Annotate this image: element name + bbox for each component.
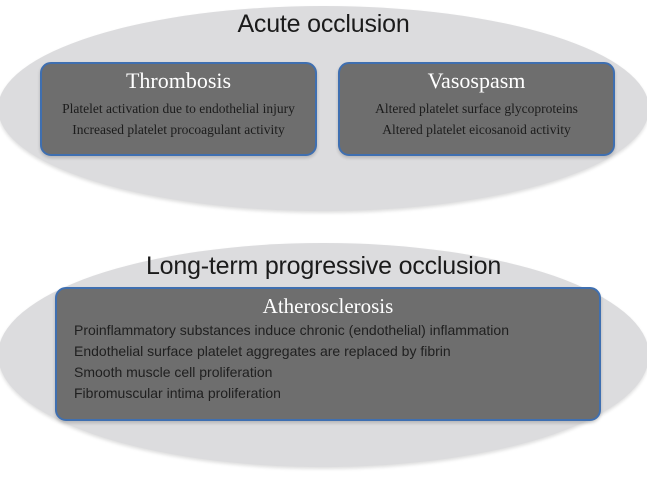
box-title-vasospasm: Vasospasm — [427, 68, 526, 93]
box-line: Altered platelet eicosanoid activity — [382, 122, 571, 138]
box-line: Endothelial surface platelet aggregates … — [74, 343, 451, 360]
box-lines-thrombosis: Platelet activation due to endothelial i… — [42, 98, 315, 141]
box-line: Smooth muscle cell proliferation — [74, 364, 273, 381]
box-line: Fibromuscular intima proliferation — [74, 385, 281, 402]
box-thrombosis: Thrombosis Platelet activation due to en… — [40, 62, 317, 156]
box-line: Altered platelet surface glycoproteins — [375, 100, 578, 116]
group-title-long-term-progressive-occlusion: Long-term progressive occlusion — [145, 252, 502, 280]
box-atherosclerosis: Atherosclerosis Proinflammatory substanc… — [55, 287, 601, 421]
box-line: Platelet activation due to endothelial i… — [62, 100, 295, 116]
box-vasospasm: Vasospasm Altered platelet surface glyco… — [338, 62, 615, 156]
box-title-thrombosis: Thrombosis — [125, 68, 232, 93]
box-line: Proinflammatory substances induce chroni… — [74, 322, 509, 339]
box-lines-vasospasm: Altered platelet surface glycoproteins A… — [340, 98, 613, 141]
box-line: Increased platelet procoagulant activity — [72, 122, 285, 138]
group-title-acute-occlusion: Acute occlusion — [237, 10, 410, 38]
box-title-atherosclerosis: Atherosclerosis — [262, 294, 394, 318]
box-lines-atherosclerosis: Proinflammatory substances induce chroni… — [57, 320, 599, 404]
